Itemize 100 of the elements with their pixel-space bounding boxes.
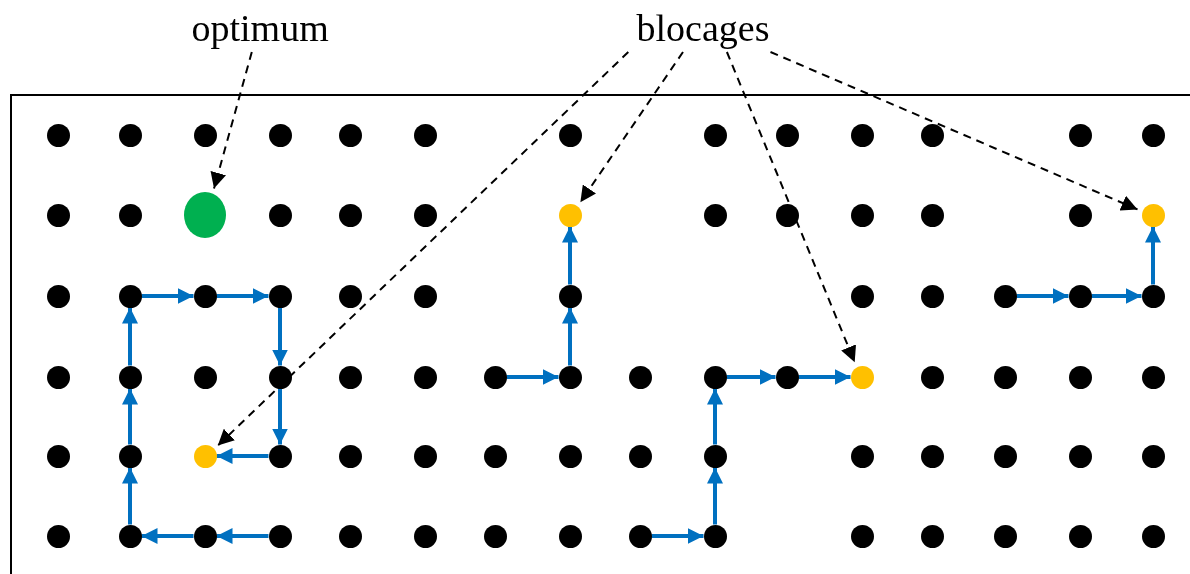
grid-point [483, 444, 507, 468]
grid-point [775, 123, 799, 147]
path-arrow [272, 307, 288, 366]
grid-point [46, 284, 70, 308]
grid-point [1141, 123, 1165, 147]
grid-point [993, 365, 1017, 389]
grid-point [268, 123, 292, 147]
path-arrow [141, 288, 194, 304]
grid-point [1068, 524, 1092, 548]
path-arrow [506, 369, 559, 385]
grid-point [920, 203, 944, 227]
grid-point [703, 203, 727, 227]
path-arrow [272, 388, 288, 445]
grid-point [118, 524, 142, 548]
path-arrow [562, 226, 578, 285]
grid-point [558, 203, 582, 227]
grid-point [268, 524, 292, 548]
grid-point [413, 284, 437, 308]
callout-label: optimum [191, 8, 329, 48]
grid-point [193, 284, 217, 308]
grid-point [993, 444, 1017, 468]
grid-point [920, 284, 944, 308]
grid-point [193, 444, 217, 468]
grid-point [628, 444, 652, 468]
grid-point [850, 284, 874, 308]
leader-line [725, 51, 856, 364]
grid-point [338, 284, 362, 308]
path-arrow [1145, 226, 1161, 285]
grid-point [993, 524, 1017, 548]
grid-point [413, 365, 437, 389]
grid-point [850, 524, 874, 548]
grid-point [483, 524, 507, 548]
grid-point [920, 123, 944, 147]
grid-point [338, 444, 362, 468]
grid-point [850, 365, 874, 389]
grid-point [413, 524, 437, 548]
grid-point [1068, 203, 1092, 227]
grid-point [1141, 524, 1165, 548]
grid-point [703, 524, 727, 548]
path-arrow [707, 388, 723, 445]
leader-line [579, 51, 684, 204]
leader-line [216, 51, 630, 447]
path-arrow [798, 369, 851, 385]
grid-point [1068, 123, 1092, 147]
grid-point [920, 444, 944, 468]
grid-point [413, 444, 437, 468]
grid-point [268, 203, 292, 227]
grid-point [413, 123, 437, 147]
grid-point [46, 444, 70, 468]
grid-point [920, 365, 944, 389]
grid-point [413, 203, 437, 227]
grid-point [850, 203, 874, 227]
path-arrow [1091, 288, 1142, 304]
grid-point [993, 284, 1017, 308]
grid-point [703, 123, 727, 147]
leader-line [769, 51, 1139, 211]
grid-point [46, 365, 70, 389]
path-arrow [651, 528, 704, 544]
grid-point [46, 203, 70, 227]
path-arrow [707, 467, 723, 525]
grid-point [338, 524, 362, 548]
grid-point [1068, 365, 1092, 389]
grid-point [558, 524, 582, 548]
grid-point [193, 365, 217, 389]
grid-point [558, 123, 582, 147]
grid-point [850, 444, 874, 468]
grid-point [338, 123, 362, 147]
grid-point [118, 444, 142, 468]
grid-point [628, 524, 652, 548]
grid-point [920, 524, 944, 548]
grid-point [268, 284, 292, 308]
callout-label: blocages [636, 8, 770, 48]
path-arrow [726, 369, 776, 385]
grid-point [268, 444, 292, 468]
grid-point [1141, 365, 1165, 389]
path-arrow [122, 388, 138, 445]
grid-point [46, 123, 70, 147]
path-arrow [562, 307, 578, 366]
grid-point [1141, 284, 1165, 308]
leader-line [210, 51, 253, 190]
path-arrow [1016, 288, 1069, 304]
grid-point [703, 444, 727, 468]
grid-point [193, 123, 217, 147]
grid-point [558, 365, 582, 389]
grid-point [268, 365, 292, 389]
grid-point [775, 365, 799, 389]
grid-point [118, 365, 142, 389]
path-arrow [141, 528, 194, 544]
grid-point [338, 203, 362, 227]
grid-point [118, 284, 142, 308]
grid-point [1068, 284, 1092, 308]
path-arrow [216, 448, 269, 464]
large-grid-point [184, 192, 226, 238]
grid-point [193, 524, 217, 548]
path-arrow [122, 467, 138, 525]
grid-point [703, 365, 727, 389]
grid-point [118, 203, 142, 227]
grid-point [558, 444, 582, 468]
grid-point [775, 203, 799, 227]
grid-point [1068, 444, 1092, 468]
